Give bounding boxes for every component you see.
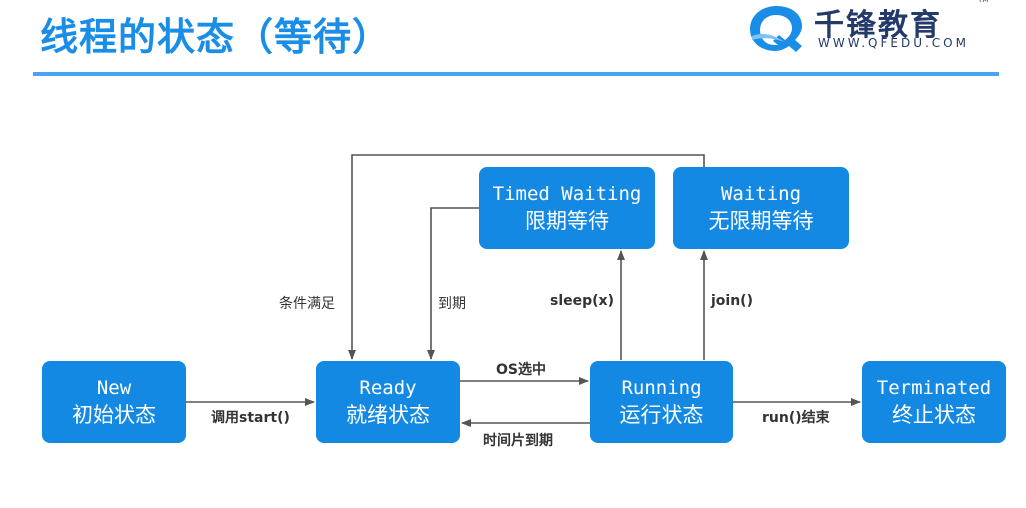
state-ready-cn: 就绪状态 bbox=[346, 403, 430, 427]
state-timed-waiting-en: Timed Waiting bbox=[492, 183, 642, 205]
state-running: Running 运行状态 bbox=[590, 361, 733, 443]
qfedu-logo: 千锋教育 TM WWW.QFEDU.COM bbox=[744, 0, 988, 56]
label-ready-to-running: OS选中 bbox=[496, 362, 546, 378]
label-waiting-to-ready: 条件满足 bbox=[279, 296, 335, 312]
state-running-cn: 运行状态 bbox=[619, 403, 704, 427]
label-running-to-ready: 时间片到期 bbox=[483, 433, 553, 449]
arrow-waiting-to-ready bbox=[348, 154, 705, 360]
state-new-en: New bbox=[96, 377, 132, 399]
title-underline bbox=[33, 72, 999, 76]
state-waiting-en: Waiting bbox=[720, 183, 802, 205]
state-ready-en: Ready bbox=[359, 377, 417, 399]
label-timed-waiting-to-ready: 到期 bbox=[438, 296, 466, 312]
state-terminated-cn: 终止状态 bbox=[892, 403, 976, 427]
state-running-en: Running bbox=[621, 377, 702, 399]
logo-trademark: TM bbox=[978, 0, 989, 4]
label-running-to-waiting: join() bbox=[711, 293, 753, 309]
slide-title: 线程的状态（等待） bbox=[40, 15, 392, 59]
label-running-to-terminated: run()结束 bbox=[762, 410, 830, 426]
logo-text-cn: 千锋教育 bbox=[814, 8, 942, 43]
state-terminated-en: Terminated bbox=[876, 377, 992, 399]
state-waiting: Waiting 无限期等待 bbox=[673, 167, 849, 249]
state-waiting-cn: 无限期等待 bbox=[708, 209, 814, 233]
label-new-to-ready: 调用start() bbox=[211, 410, 290, 426]
qfedu-logo-icon bbox=[750, 6, 802, 52]
state-ready: Ready 就绪状态 bbox=[316, 361, 460, 443]
state-new-cn: 初始状态 bbox=[72, 403, 156, 427]
state-terminated: Terminated 终止状态 bbox=[862, 361, 1006, 443]
logo-text-en: WWW.QFEDU.COM bbox=[818, 36, 969, 50]
state-new: New 初始状态 bbox=[42, 361, 186, 443]
state-timed-waiting-cn: 限期等待 bbox=[525, 209, 609, 233]
state-timed-waiting: Timed Waiting 限期等待 bbox=[479, 167, 655, 249]
arrow-timed-waiting-to-ready bbox=[427, 207, 479, 360]
label-running-to-timed-waiting: sleep(x) bbox=[550, 293, 614, 309]
